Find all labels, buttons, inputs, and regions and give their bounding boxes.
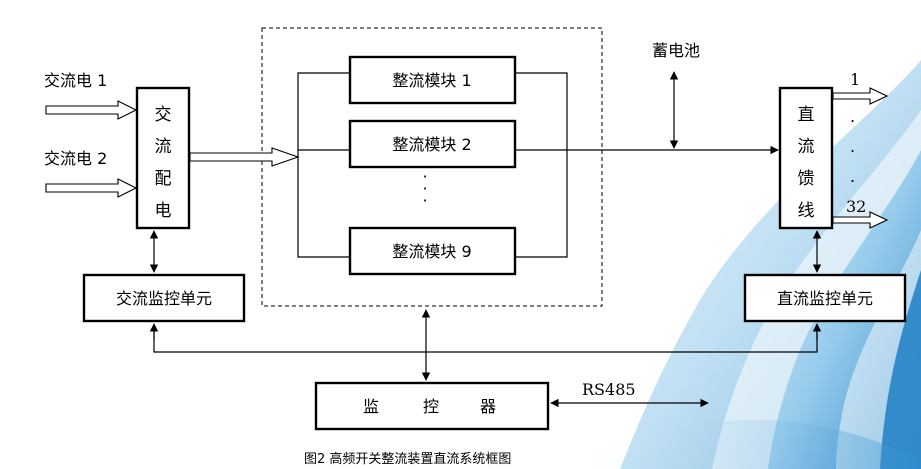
rectifier-module-1-label: 整流模块 1 [392, 71, 471, 90]
ac-to-rectifier-arrow [189, 147, 300, 167]
rectifier-ellipsis-2: · [422, 179, 427, 198]
dc-feeder-box [778, 86, 834, 230]
dc-monitor-label: 直流监控单元 [777, 289, 873, 308]
dc-monitor-box [743, 273, 907, 323]
ac-distribution-char-1: 交 [155, 105, 172, 125]
dc-output-dot-3: . [850, 167, 855, 186]
ac-distribution-char-3: 配 [155, 169, 172, 189]
rectifier-group-border [261, 27, 603, 307]
dc-output-dot-2: . [850, 137, 855, 156]
dc-output-first-label: 1 [850, 70, 860, 89]
rectifier-ellipsis-3: · [422, 191, 427, 210]
dc-output-last-label: 32 [846, 197, 866, 216]
dc-feeder-char-2: 流 [798, 137, 815, 157]
rectifier-module-9 [348, 226, 517, 276]
ac-input-2-arrow [45, 178, 138, 198]
decorative-wave-background [560, 60, 921, 469]
monitor-char-3: 器 [480, 397, 496, 416]
rectifier-module-2-label: 整流模块 2 [392, 135, 471, 154]
ac-distribution-char-2: 流 [155, 137, 172, 157]
monitor-char-1: 监 [363, 397, 379, 416]
figure-caption: 图2 高频开关整流装置直流系统框图 [304, 451, 511, 467]
ac-distribution-char-4: 电 [155, 201, 172, 221]
ac-monitor-box [82, 273, 246, 323]
monitor-char-2: 控 [423, 397, 439, 416]
dc-output-dot-1: . [850, 107, 855, 126]
ac-input-2-label: 交流电 2 [44, 149, 107, 168]
ac-monitor-label: 交流监控单元 [116, 289, 212, 308]
ac-input-1-arrow [45, 100, 138, 120]
ac-distribution-box [135, 86, 191, 230]
dc-output-32-arrow [832, 211, 889, 229]
dc-output-1-arrow [832, 87, 889, 105]
monitor-box [314, 381, 550, 431]
dc-feeder-char-3: 馈 [798, 169, 815, 189]
battery-label: 蓄电池 [652, 41, 700, 60]
rectifier-ellipsis-1: · [422, 167, 427, 186]
rectifier-input-bus [297, 72, 350, 258]
rectifier-module-9-label: 整流模块 9 [392, 242, 471, 261]
dc-feeder-char-4: 线 [798, 201, 815, 221]
rectifier-module-2 [348, 119, 517, 169]
dc-feeder-char-1: 直 [798, 105, 815, 125]
rs485-label: RS485 [582, 380, 636, 399]
rectifier-output-bus [515, 72, 568, 258]
rectifier-module-1 [348, 55, 517, 105]
ac-input-1-label: 交流电 1 [44, 71, 107, 90]
